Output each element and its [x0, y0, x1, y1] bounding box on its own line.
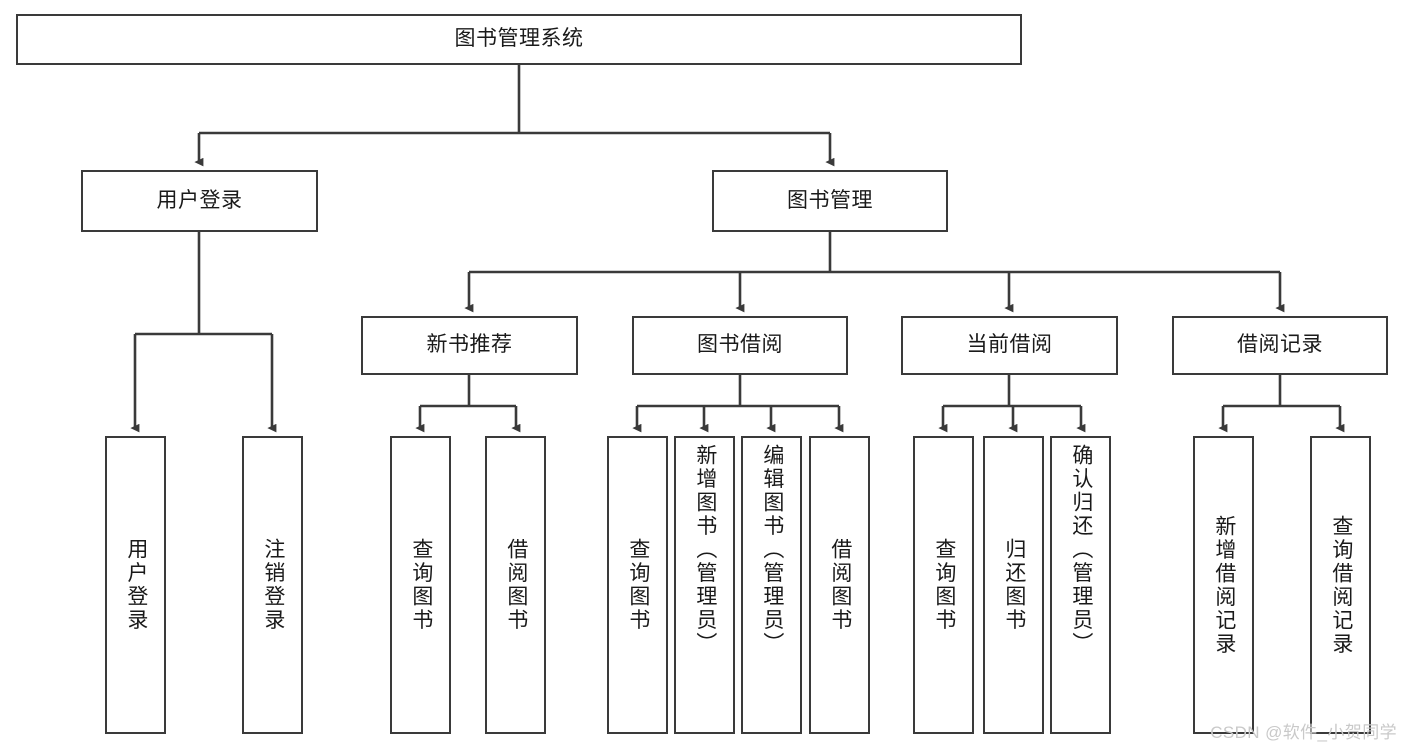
node-book-borrow-label: 图书借阅: [697, 333, 783, 357]
node-leaf-query-book-3-label: 查询图书: [932, 538, 956, 632]
node-user-login-label: 用户登录: [156, 188, 243, 212]
node-leaf-borrow-book-1[interactable]: 借阅图书: [485, 436, 546, 734]
node-root[interactable]: 图书管理系统: [16, 14, 1022, 65]
node-leaf-add-book-admin[interactable]: 新增图书（管理员）: [674, 436, 735, 734]
node-leaf-query-book-2[interactable]: 查询图书: [607, 436, 668, 734]
node-leaf-query-borrow-record-label: 查询借阅记录: [1329, 514, 1353, 656]
node-leaf-add-book-admin-label: 新增图书（管理员）: [693, 444, 717, 656]
node-leaf-confirm-return-admin-label: 确认归还（管理员）: [1069, 444, 1093, 656]
node-book-management-label: 图书管理: [787, 188, 873, 212]
node-borrow-record-label: 借阅记录: [1237, 333, 1323, 357]
node-root-label: 图书管理系统: [454, 27, 584, 51]
csdn-watermark: CSDN @软件_小贺同学: [1210, 723, 1397, 742]
node-leaf-user-login-label: 用户登录: [124, 538, 148, 632]
node-current-borrow[interactable]: 当前借阅: [901, 316, 1118, 375]
node-leaf-add-borrow-record-label: 新增借阅记录: [1212, 514, 1236, 656]
node-leaf-return-book[interactable]: 归还图书: [983, 436, 1044, 734]
node-leaf-query-book-1[interactable]: 查询图书: [390, 436, 451, 734]
node-new-book-recommend[interactable]: 新书推荐: [361, 316, 578, 375]
node-leaf-logout-label: 注销登录: [261, 538, 285, 632]
node-book-management[interactable]: 图书管理: [712, 170, 948, 232]
node-leaf-confirm-return-admin[interactable]: 确认归还（管理员）: [1050, 436, 1111, 734]
node-leaf-edit-book-admin-label: 编辑图书（管理员）: [760, 444, 784, 656]
node-borrow-record[interactable]: 借阅记录: [1172, 316, 1388, 375]
node-book-borrow[interactable]: 图书借阅: [632, 316, 848, 375]
node-leaf-edit-book-admin[interactable]: 编辑图书（管理员）: [741, 436, 802, 734]
node-leaf-query-book-1-label: 查询图书: [409, 538, 433, 632]
node-leaf-borrow-book-2[interactable]: 借阅图书: [809, 436, 870, 734]
node-leaf-user-login[interactable]: 用户登录: [105, 436, 166, 734]
node-leaf-borrow-book-1-label: 借阅图书: [504, 538, 528, 632]
node-leaf-query-borrow-record[interactable]: 查询借阅记录: [1310, 436, 1371, 734]
node-new-book-recommend-label: 新书推荐: [426, 333, 513, 357]
node-leaf-logout[interactable]: 注销登录: [242, 436, 303, 734]
node-current-borrow-label: 当前借阅: [966, 333, 1053, 357]
node-leaf-borrow-book-2-label: 借阅图书: [828, 538, 852, 632]
node-user-login[interactable]: 用户登录: [81, 170, 318, 232]
node-leaf-query-book-3[interactable]: 查询图书: [913, 436, 974, 734]
node-leaf-return-book-label: 归还图书: [1002, 538, 1026, 632]
node-leaf-add-borrow-record[interactable]: 新增借阅记录: [1193, 436, 1254, 734]
node-leaf-query-book-2-label: 查询图书: [626, 538, 650, 632]
